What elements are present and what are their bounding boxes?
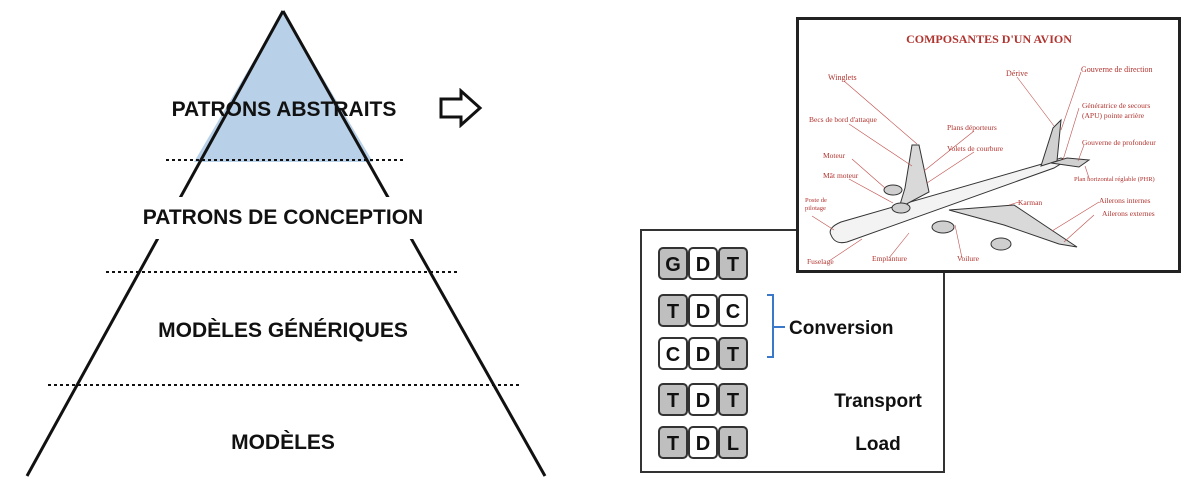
code-letter: T [727, 390, 739, 412]
label-poste-pilotage-1: Poste de [805, 197, 827, 204]
pyramid-left-edge [25, 10, 285, 477]
code-cell [658, 383, 688, 416]
code-letter: G [665, 254, 681, 276]
label-derive: Dérive [1006, 69, 1028, 78]
code-letter: C [666, 344, 680, 366]
label-voilure: Voilure [957, 254, 980, 263]
aircraft-left-wing [948, 204, 1078, 248]
conversion-bracket [767, 294, 785, 358]
aircraft-engine-3 [931, 220, 955, 234]
code-cell [658, 426, 688, 459]
code-cell [688, 247, 718, 280]
level-modeles-label: MODÈLES [210, 423, 356, 463]
label-mat-moteur: Mât moteur [823, 171, 859, 180]
pyramid-apex-fill [194, 11, 373, 162]
code-cell [658, 294, 688, 327]
code-letter: T [667, 301, 679, 323]
code-letter: L [727, 433, 739, 455]
code-cell [688, 383, 718, 416]
code-letter: D [696, 254, 710, 276]
label-volets-courbure: Volets de courbure [947, 144, 1004, 153]
conversion-label: Conversion [789, 318, 894, 339]
label-gouverne-profondeur: Gouverne de profondeur [1082, 138, 1156, 147]
code-cell [718, 337, 748, 370]
hollow-right-arrow-icon [439, 88, 483, 128]
code-row-label: Transport [834, 391, 922, 412]
code-letter: T [667, 433, 679, 455]
code-letter: D [696, 344, 710, 366]
label-plan-horizontal: Plan horizontal réglable (PHR) [1074, 176, 1155, 183]
label-emplanture: Emplanture [872, 254, 908, 263]
code-cell [688, 294, 718, 327]
code-letter: D [696, 301, 710, 323]
code-cell [688, 337, 718, 370]
code-letter: T [667, 390, 679, 412]
code-cell [658, 247, 688, 280]
code-letter: D [696, 390, 710, 412]
label-becs-bord-attaque: Becs de bord d'attaque [809, 115, 877, 124]
aircraft-drawing: COMPOSANTES D'UN AVION [805, 32, 1156, 266]
label-ailerons-internes: Ailerons internes [1099, 196, 1151, 205]
label-fuselage: Fuselage [807, 257, 834, 266]
code-row-label: Load [855, 434, 900, 455]
aircraft-right-wing [898, 144, 930, 210]
aircraft-illustration [829, 118, 1091, 251]
code-letter: T [727, 254, 739, 276]
code-cell [658, 337, 688, 370]
code-cell [718, 247, 748, 280]
level-patrons-conception-label: PATRONS DE CONCEPTION [118, 197, 448, 239]
code-cell [718, 294, 748, 327]
label-apu: (APU) pointe arrière [1082, 111, 1145, 120]
label-winglets: Winglets [828, 73, 857, 82]
label-poste-pilotage-2: pilotage [805, 205, 826, 212]
aircraft-leader-lines [811, 71, 1100, 262]
aircraft-title: COMPOSANTES D'UN AVION [906, 32, 1072, 46]
label-plans-deporteurs: Plans déporteurs [947, 123, 997, 132]
code-letter: D [696, 433, 710, 455]
label-gouverne-direction: Gouverne de direction [1081, 65, 1153, 74]
aircraft-engine-1 [883, 184, 903, 196]
label-generatrice-secours: Génératrice de secours [1082, 101, 1150, 110]
aircraft-components-panel: COMPOSANTES D'UN AVION [796, 17, 1181, 273]
code-letter: T [727, 344, 739, 366]
aircraft-engine-2 [891, 202, 911, 214]
code-cell [718, 383, 748, 416]
label-ailerons-externes: Ailerons externes [1102, 209, 1155, 218]
aircraft-labels: Winglets Dérive Gouverne de direction Gé… [805, 65, 1156, 266]
pyramid-right-edge [281, 10, 547, 477]
code-cell [688, 426, 718, 459]
label-moteur: Moteur [823, 151, 846, 160]
aircraft-engine-4 [990, 237, 1012, 251]
level-modeles-generiques-label: MODÈLES GÉNÉRIQUES [137, 309, 429, 353]
level-patrons-abstraits-label: PATRONS ABSTRAITS [171, 98, 397, 121]
aircraft-stabilizer [1050, 157, 1091, 168]
label-karman: Karman [1018, 198, 1042, 207]
code-cell [718, 426, 748, 459]
code-letter: C [726, 301, 740, 323]
